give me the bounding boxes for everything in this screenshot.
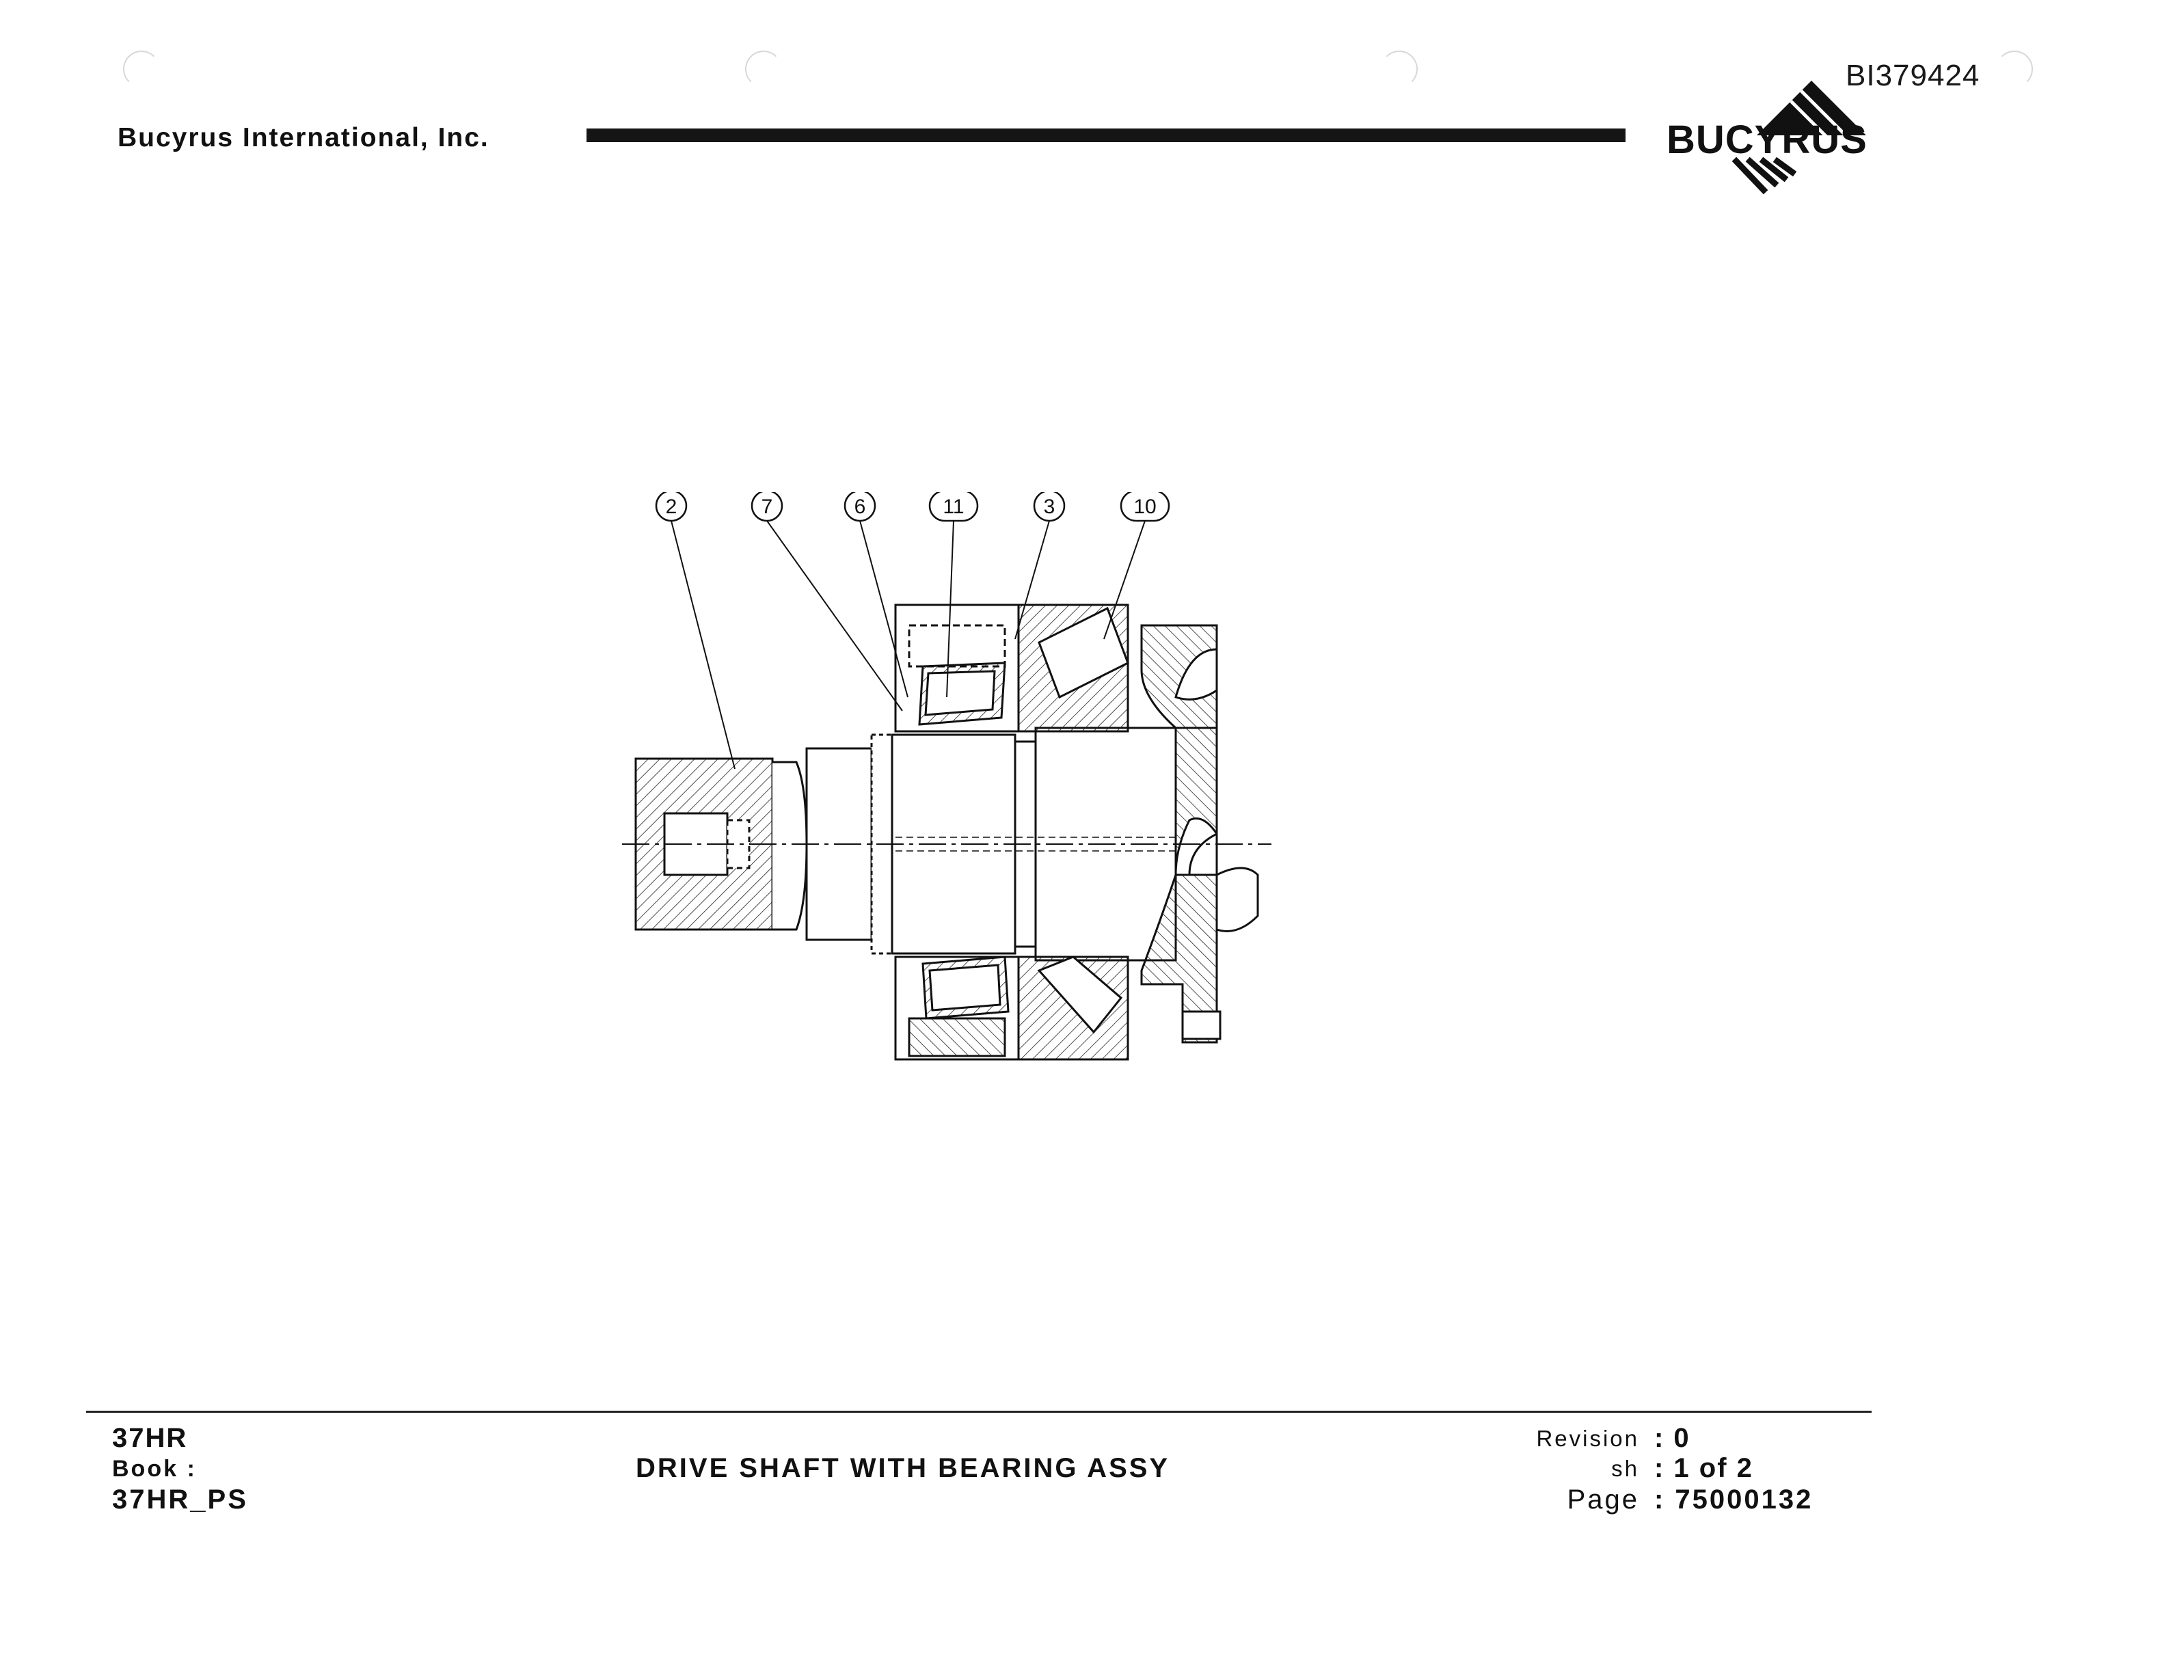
callout-label: 11	[943, 496, 964, 518]
drive-shaft-cross-section: 2 7 6 11 3 10	[622, 492, 1271, 1061]
lower-bearing-right	[1037, 956, 1123, 1034]
callout-label: 6	[854, 496, 866, 518]
logo-pyramid-stripes	[1790, 90, 1850, 147]
callout-6: 6	[844, 492, 876, 522]
revision-label: Revision	[1536, 1426, 1639, 1451]
logo-stripes-icon	[1731, 157, 1797, 195]
callout-11: 11	[928, 492, 979, 522]
callout-10: 10	[1120, 492, 1170, 522]
shaft-neck	[772, 761, 808, 931]
punch-hole-mark	[1996, 51, 2033, 87]
sheet-value: : 1 of 2	[1654, 1453, 1753, 1483]
callout-label: 2	[666, 496, 677, 518]
punch-hole-mark	[745, 51, 782, 87]
punch-hole-mark	[1381, 51, 1418, 87]
book-label: Book :	[112, 1456, 197, 1482]
document-id: BI379424	[1846, 59, 1980, 92]
callout-label: 3	[1044, 496, 1055, 518]
model-number: 37HR	[112, 1423, 188, 1453]
callout-3: 3	[1033, 492, 1066, 522]
callout-bubbles: 2 7 6 11 3 10	[655, 492, 1170, 522]
company-name: Bucyrus International, Inc.	[118, 123, 489, 152]
callout-label: 10	[1133, 496, 1156, 518]
callout-label: 7	[761, 496, 773, 518]
right-flange-block	[1140, 727, 1218, 1044]
logo-wordmark: BUCYRUS	[1667, 118, 1868, 162]
logo-pyramid-shape	[1757, 81, 1866, 135]
revision-value: : 0	[1654, 1423, 1690, 1453]
callout-7: 7	[751, 492, 783, 522]
page-label: Page	[1567, 1485, 1639, 1515]
page-number: : 75000132	[1654, 1485, 1814, 1515]
leader-lines	[671, 520, 1146, 770]
book-value: 37HR_PS	[112, 1485, 248, 1515]
header-rule	[587, 128, 1626, 142]
drawing-lines	[634, 604, 1259, 1061]
upper-bearing-right	[1038, 606, 1129, 699]
drawing-title: DRIVE SHAFT WITH BEARING ASSY	[636, 1453, 1170, 1483]
footer-rule	[86, 1411, 1872, 1413]
punch-hole-mark	[123, 51, 160, 87]
callout-2: 2	[655, 492, 688, 522]
bucyrus-logo: BUCYRUS	[1667, 81, 1868, 195]
sheet-label: sh	[1611, 1456, 1639, 1481]
